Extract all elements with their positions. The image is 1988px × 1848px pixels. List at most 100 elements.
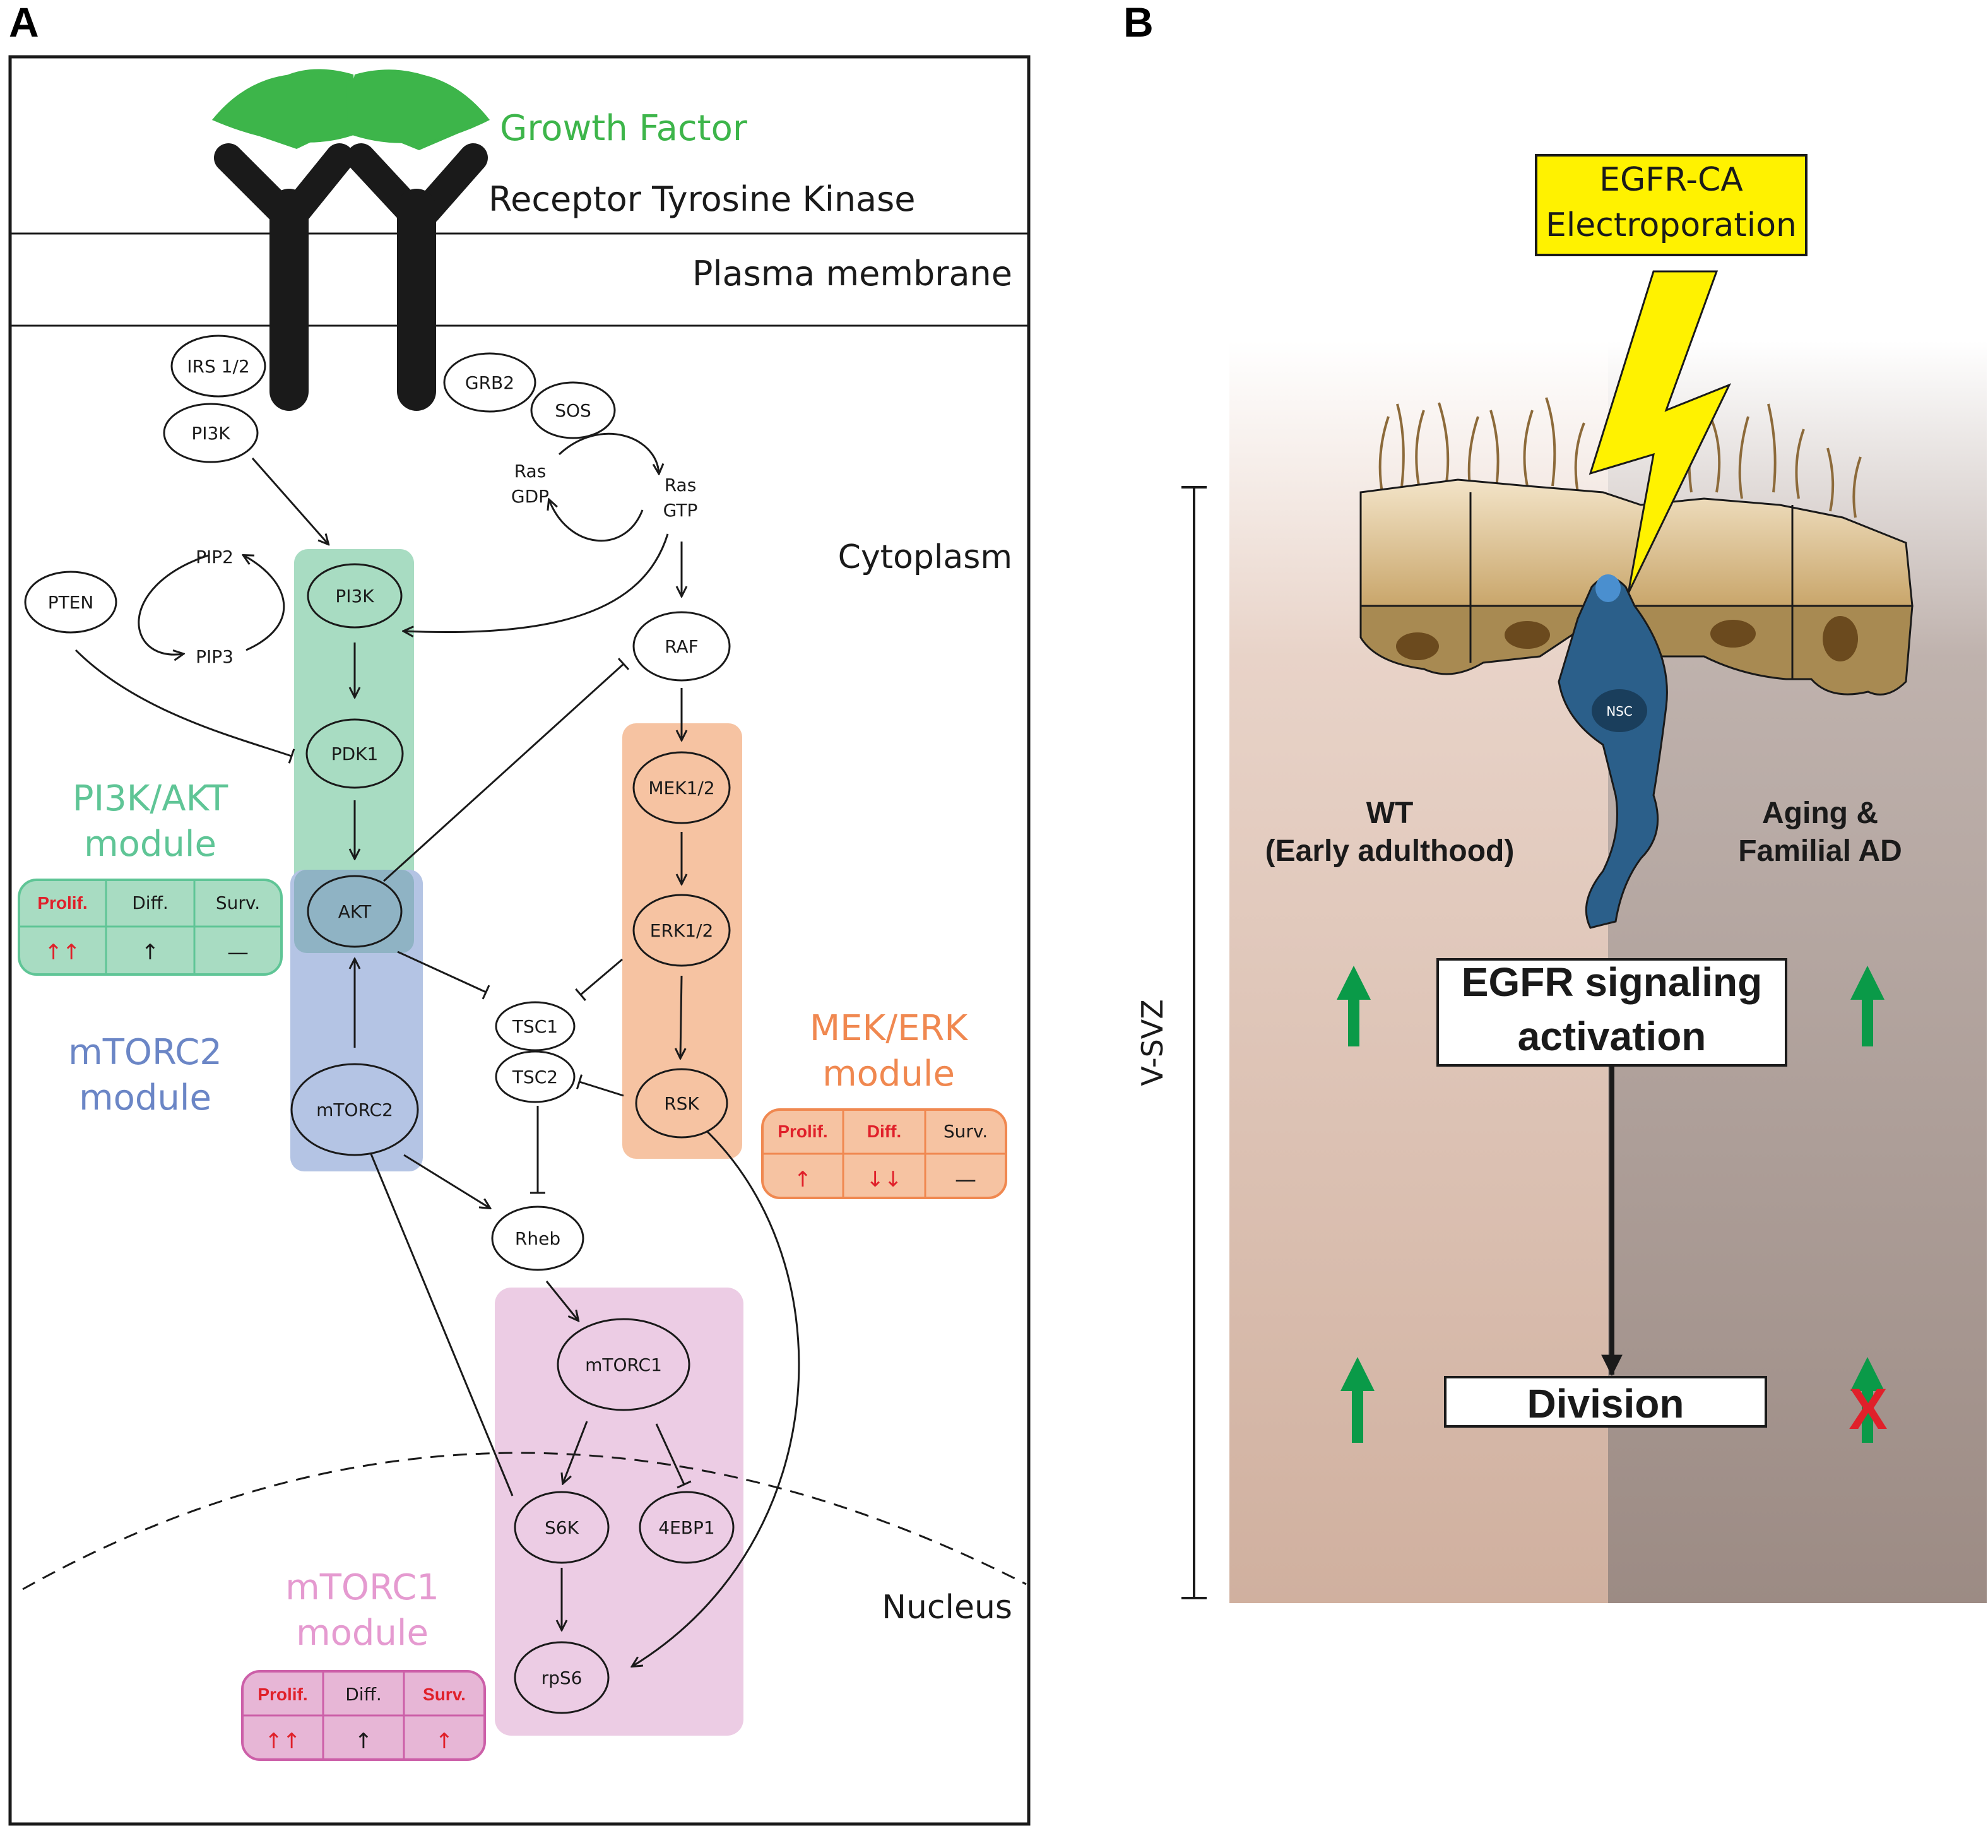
- mtorc1-surv-value: ↑: [435, 1729, 454, 1754]
- label-ras-gtp-1: Ras: [665, 475, 697, 495]
- egfr-signaling-line-1: EGFR signaling: [1462, 959, 1762, 1005]
- node-4ebp1: [639, 1491, 735, 1564]
- node-tsc2: [495, 1050, 576, 1103]
- edge-pi3k-top-to-pi3k: [251, 458, 328, 544]
- division-box: [1444, 1376, 1767, 1428]
- nsc-label: NSC: [1606, 704, 1633, 719]
- label-ras-gdp-2: GDP: [511, 486, 549, 507]
- edge-rsk-tsc-inhibit: [576, 1074, 624, 1097]
- label-rps6: rpS6: [541, 1667, 583, 1688]
- edge-pip3-pip2-right: [244, 555, 285, 651]
- receptor-label: Receptor Tyrosine Kinase: [488, 179, 916, 219]
- label-pip3: PIP3: [196, 646, 234, 667]
- mek-erk-prolif-header: Prolif.: [778, 1122, 827, 1141]
- mtorc1-diff-value: ↑: [355, 1729, 373, 1754]
- node-sos: [530, 381, 616, 439]
- node-mtorc2: [290, 1063, 419, 1156]
- edge-mtorc2-rheb: [403, 1154, 490, 1208]
- pi3k-akt-diff-header: Diff.: [132, 892, 169, 913]
- node-pten: [24, 571, 117, 634]
- growth-factor-label: Growth Factor: [500, 108, 748, 149]
- label-irs: IRS 1/2: [187, 356, 249, 377]
- mek-erk-table: Prolif. Diff. Surv. ↑ ↓↓ —: [761, 1108, 1007, 1199]
- pi3k-akt-surv-value: —: [227, 940, 249, 965]
- node-akt: [307, 875, 403, 948]
- node-tsc1: [495, 1001, 576, 1051]
- edge-mtorc1-s6k: [563, 1421, 588, 1483]
- edge-erk-tsc-inhibit: [575, 958, 623, 1002]
- node-mek: [632, 751, 731, 824]
- nsc-cell: [1558, 576, 1668, 929]
- blocked-x-mark: X: [1849, 1377, 1887, 1442]
- aging-division-up-arrow-icon: [1850, 1357, 1884, 1443]
- pathway-nodes: [24, 335, 735, 1714]
- ependymal-cell-bottoms: [1359, 605, 1914, 696]
- label-akt: AKT: [338, 901, 372, 922]
- panel-b: B V-SVZ NSC EGFR-C: [1123, 0, 1987, 1603]
- node-rsk: [635, 1068, 728, 1139]
- egfr-ca-line-2: Electroporation: [1546, 206, 1797, 244]
- label-raf: RAF: [665, 636, 699, 657]
- mek-erk-title-2: module: [822, 1053, 955, 1094]
- growth-factor-left-dome: [212, 73, 357, 143]
- pathway-edges: [74, 432, 800, 1666]
- edge-sos-cycle-top: [558, 432, 659, 473]
- label-tsc1: TSC1: [512, 1016, 558, 1037]
- edge-sos-cycle-bottom: [549, 500, 644, 542]
- label-mtorc2: mTORC2: [316, 1099, 393, 1120]
- node-s6k: [514, 1491, 610, 1564]
- wt-division-up-arrow-icon: [1340, 1357, 1375, 1443]
- node-raf: [632, 611, 731, 682]
- plasma-membrane-label: Plasma membrane: [692, 254, 1012, 293]
- mtorc1-diff-header: Diff.: [345, 1684, 382, 1705]
- vsvz-bracket: [1181, 486, 1207, 1599]
- mek-erk-surv-value: —: [955, 1167, 976, 1192]
- label-sos: SOS: [555, 400, 591, 421]
- edge-erk-rsk: [680, 975, 682, 1058]
- aging-label-2: Familial AD: [1738, 834, 1902, 868]
- nucleus-label: Nucleus: [882, 1589, 1012, 1626]
- nuclear-envelope: [22, 1452, 1027, 1590]
- ependymal-layer: [1359, 397, 1914, 696]
- pi3k-akt-prolif-value: ↑↑: [45, 940, 81, 965]
- mtorc1-prolif-value: ↑↑: [265, 1729, 301, 1754]
- edge-rasgtp-pi3k: [404, 533, 669, 632]
- pi3k-akt-title-1: PI3K/AKT: [73, 778, 228, 819]
- label-pip2: PIP2: [196, 547, 234, 567]
- edge-pip2-pip3-left: [138, 554, 209, 654]
- mek-erk-surv-header: Surv.: [944, 1121, 988, 1142]
- label-4ebp1: 4EBP1: [658, 1517, 714, 1538]
- panel-a-letter: A: [9, 0, 39, 45]
- label-mtorc1: mTORC1: [585, 1354, 662, 1375]
- mtorc2-title-2: module: [79, 1077, 211, 1118]
- mtorc1-prolif-header: Prolif.: [257, 1685, 307, 1704]
- label-rsk: RSK: [664, 1093, 699, 1114]
- lightning-bolt-icon: [1589, 270, 1732, 594]
- egfr-ca-box: [1535, 154, 1808, 256]
- node-mtorc1: [557, 1318, 690, 1411]
- green-up-arrows: [1337, 966, 1884, 1443]
- pathway-node-labels: IRS 1/2 PI3K GRB2 SOS Ras GDP Ras GTP PI…: [48, 356, 715, 1688]
- label-grb2: GRB2: [465, 372, 514, 393]
- pi3k-akt-diff-value: ↑: [141, 940, 160, 965]
- mek-erk-title-1: MEK/ERK: [810, 1008, 969, 1049]
- growth-factor-right-dome: [346, 72, 490, 143]
- pi3k-akt-title-2: module: [84, 824, 216, 865]
- pi3k-akt-surv-header: Surv.: [216, 892, 260, 913]
- label-ras-gtp-2: GTP: [663, 500, 698, 521]
- mtorc1-title-2: module: [296, 1613, 429, 1654]
- edge-pten-inhibit: [74, 649, 295, 764]
- aging-signaling-up-arrow-icon: [1850, 966, 1884, 1046]
- egfr-ca-line-1: EGFR-CA: [1599, 161, 1743, 199]
- node-pdk1: [305, 718, 404, 789]
- receptor-tyrosine-kinase: [214, 143, 488, 411]
- node-rps6: [514, 1641, 610, 1714]
- aging-label-1: Aging &: [1762, 797, 1878, 830]
- mtorc2-title-1: mTORC2: [68, 1032, 222, 1073]
- mtorc1-surv-header: Surv.: [423, 1685, 466, 1704]
- nsc-cilium: [1595, 574, 1621, 602]
- vsvz-label: V-SVZ: [1135, 999, 1169, 1086]
- edge-akt-raf-inhibit: [382, 658, 630, 882]
- wt-signaling-up-arrow-icon: [1337, 966, 1371, 1046]
- node-irs: [170, 335, 266, 398]
